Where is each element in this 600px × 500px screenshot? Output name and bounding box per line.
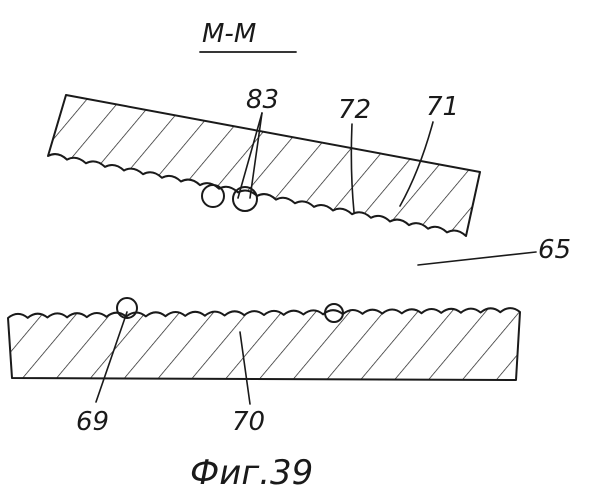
label-65: 65 (538, 235, 571, 265)
figure-caption: Фиг.39 (190, 453, 313, 493)
label-70: 70 (232, 407, 265, 437)
section-title: М-М (202, 19, 256, 49)
label-71: 71 (426, 92, 459, 122)
leader-65 (418, 252, 536, 265)
label-72: 72 (338, 95, 371, 125)
upper-part (48, 95, 480, 236)
label-83: 83 (246, 85, 279, 115)
lower-part (8, 308, 520, 380)
label-69: 69 (76, 407, 109, 437)
ball-83-left (202, 185, 224, 207)
